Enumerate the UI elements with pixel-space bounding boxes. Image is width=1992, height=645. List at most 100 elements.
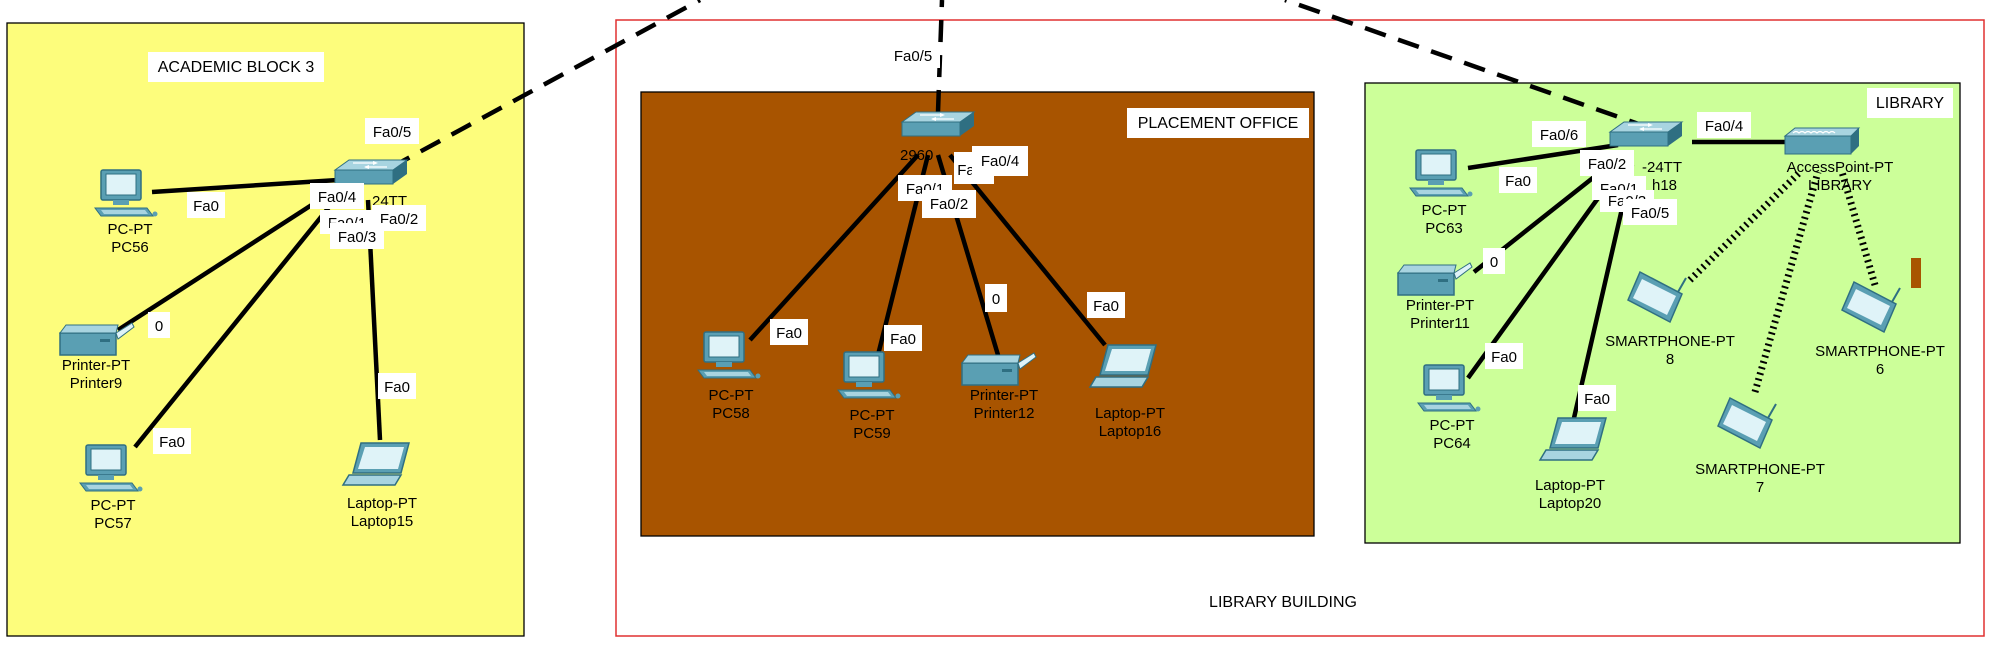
antenna-marker bbox=[1911, 258, 1921, 288]
port-label-box bbox=[1499, 167, 1537, 193]
device-printer9[interactable]: Printer-PT Printer9 bbox=[59, 322, 135, 392]
device-smartphone7[interactable]: SMARTPHONE-PT 7 bbox=[1695, 397, 1825, 496]
port-label: Fa0 bbox=[193, 198, 219, 215]
port-label-box bbox=[886, 42, 940, 68]
device-laptop16[interactable]: Laptop-PT Laptop16 bbox=[1089, 344, 1165, 440]
uplink-academic-cable[interactable] bbox=[388, 0, 702, 170]
port-label: Fa0/6 bbox=[1540, 127, 1578, 144]
device-printer11[interactable]: Printer-PT Printer11 bbox=[1397, 262, 1474, 332]
device-name: Laptop20 bbox=[1539, 495, 1602, 512]
port-label: Fa0 bbox=[1584, 391, 1610, 408]
library-building-title: LIBRARY BUILDING bbox=[1209, 594, 1357, 611]
device-pc56[interactable]: PC-PT PC56 bbox=[94, 169, 159, 256]
port-label-box bbox=[770, 319, 808, 345]
placement-title-bg bbox=[1127, 108, 1309, 138]
device-type: PC-PT bbox=[1422, 202, 1467, 219]
port-label: Fa0/2 bbox=[380, 211, 418, 228]
device-name: PC58 bbox=[712, 405, 750, 422]
device-switch-placement[interactable]: 2960 bbox=[900, 111, 975, 164]
port-label-box bbox=[187, 192, 225, 218]
device-pc57[interactable]: PC-PT PC57 bbox=[79, 444, 144, 532]
cable-pc58[interactable] bbox=[748, 153, 920, 342]
device-name: 2960 bbox=[900, 147, 933, 164]
device-pc59[interactable]: PC-PT PC59 bbox=[837, 351, 902, 442]
switch-icon bbox=[1609, 121, 1683, 147]
port-label-box bbox=[972, 146, 1028, 176]
port-label-box bbox=[985, 284, 1007, 312]
cable-printer9[interactable] bbox=[116, 186, 340, 332]
port-label: Fa bbox=[957, 162, 975, 179]
device-name: 6 bbox=[1876, 361, 1884, 378]
port-label: Fa0/4 bbox=[981, 153, 1019, 170]
port-label-box bbox=[148, 312, 170, 338]
port-label: 0 bbox=[992, 291, 1000, 308]
port-label: Fa0/2 bbox=[1588, 156, 1626, 173]
uplink-library-cable[interactable] bbox=[1284, 0, 1651, 131]
device-type: PC-PT bbox=[1430, 417, 1475, 434]
library-title: LIBRARY bbox=[1876, 95, 1945, 112]
placement-title: PLACEMENT OFFICE bbox=[1138, 115, 1299, 132]
cable-pc57[interactable] bbox=[133, 194, 340, 449]
device-pc64[interactable]: PC-PT PC64 bbox=[1417, 364, 1482, 452]
switch-icon bbox=[901, 111, 975, 137]
library-title-bg bbox=[1867, 88, 1953, 118]
port-label: Fa0 bbox=[1093, 298, 1119, 315]
access-point-icon bbox=[1784, 127, 1860, 155]
port-label: Fa0/5 bbox=[894, 48, 932, 65]
device-type: Laptop-PT bbox=[1095, 405, 1165, 422]
port-label-box bbox=[1578, 385, 1616, 411]
wireless-phone8 bbox=[1687, 169, 1803, 283]
device-name: PC64 bbox=[1433, 435, 1471, 452]
cable-laptop16[interactable] bbox=[948, 153, 1107, 347]
port-label: Fa0/3 bbox=[338, 229, 376, 246]
port-label-box bbox=[1483, 248, 1505, 274]
port-label-box bbox=[884, 325, 922, 351]
device-type: PC-PT bbox=[108, 221, 153, 238]
academic-title: ACADEMIC BLOCK 3 bbox=[158, 59, 315, 76]
port-label: Fa0 bbox=[384, 379, 410, 396]
device-switch-library[interactable]: -24TT h18 bbox=[1609, 121, 1683, 194]
cable-pc56[interactable] bbox=[151, 177, 339, 195]
device-name: 7 bbox=[1756, 479, 1764, 496]
port-label: Fa0/4 bbox=[318, 189, 356, 206]
device-type: Laptop-PT bbox=[347, 495, 417, 512]
device-name: PC63 bbox=[1425, 220, 1463, 237]
port-label-box bbox=[922, 190, 976, 218]
device-type: Printer-PT bbox=[1406, 297, 1474, 314]
port-label: Fa0 bbox=[890, 331, 916, 348]
device-smartphone8[interactable]: SMARTPHONE-PT 8 bbox=[1605, 271, 1735, 368]
port-label-box bbox=[1580, 150, 1634, 176]
port-label: Fa0/5 bbox=[373, 124, 411, 141]
port-label: Fa0 bbox=[776, 325, 802, 342]
wireless-phone6 bbox=[1838, 171, 1879, 286]
port-label: Fa0/5 bbox=[1631, 205, 1669, 222]
port-label-box bbox=[1623, 199, 1677, 225]
port-label: Fa0 bbox=[159, 434, 185, 451]
device-type: AccessPoint-PT bbox=[1787, 159, 1894, 176]
device-laptop20[interactable]: Laptop-PT Laptop20 bbox=[1535, 417, 1607, 512]
device-type: Printer-PT bbox=[970, 387, 1038, 404]
port-label: Fa0 bbox=[1491, 349, 1517, 366]
device-smartphone6[interactable]: SMARTPHONE-PT 6 bbox=[1815, 258, 1945, 378]
port-label-box bbox=[153, 428, 191, 454]
port-labels: Fa0/5 Fa0/4 Fa0/1 Fa0/2 Fa0/3 Fa0 0 Fa0 … bbox=[148, 42, 1751, 454]
port-label: Fa0 bbox=[1505, 173, 1531, 190]
cable-pc64[interactable] bbox=[1466, 163, 1624, 380]
cable-pc63[interactable] bbox=[1467, 142, 1619, 171]
device-laptop15[interactable]: Laptop-PT Laptop15 bbox=[342, 442, 417, 530]
port-label-box bbox=[310, 183, 364, 209]
device-type: PC-PT bbox=[850, 407, 895, 424]
device-type: SMARTPHONE-PT bbox=[1815, 343, 1945, 360]
device-accesspoint-library[interactable]: AccessPoint-PT LIBRARY bbox=[1784, 127, 1894, 194]
device-pc63[interactable]: PC-PT PC63 bbox=[1409, 149, 1474, 237]
device-type: Printer-PT bbox=[62, 357, 130, 374]
device-pc58[interactable]: PC-PT PC58 bbox=[697, 331, 762, 422]
device-type: SMARTPHONE-PT bbox=[1605, 333, 1735, 350]
device-name: PC57 bbox=[94, 515, 132, 532]
device-printer12[interactable]: Printer-PT Printer12 bbox=[961, 352, 1038, 422]
port-label-box bbox=[1532, 121, 1586, 147]
port-label-box bbox=[1087, 292, 1125, 318]
device-name: PC56 bbox=[111, 239, 149, 256]
wireless-phone7 bbox=[1751, 171, 1822, 393]
